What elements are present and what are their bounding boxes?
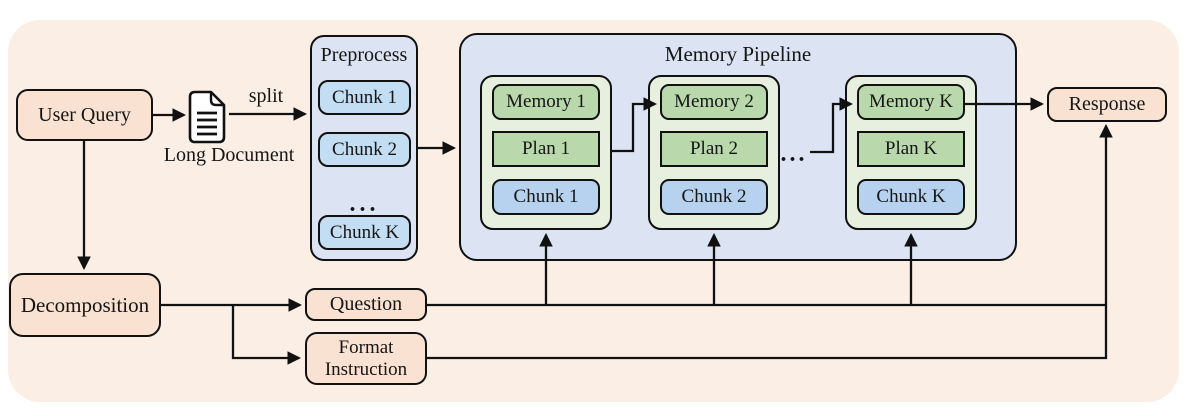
response-box: Response bbox=[1047, 87, 1167, 122]
pipeline-cell-1: Memory 1 Plan 1 Chunk 1 bbox=[480, 75, 612, 230]
user-query-label: User Query bbox=[38, 103, 131, 126]
preprocess-chunk-k: Chunk K bbox=[318, 215, 411, 250]
memory-k-box: Memory K bbox=[857, 84, 965, 120]
long-document-label: Long Document bbox=[163, 144, 295, 166]
pipeline-ellipsis: ... bbox=[780, 141, 808, 167]
chunk-k-box: Chunk K bbox=[857, 179, 965, 215]
user-query-box: User Query bbox=[16, 89, 153, 141]
memory-1-box: Memory 1 bbox=[492, 84, 600, 120]
question-label: Question bbox=[329, 293, 403, 315]
preprocess-chunk-1: Chunk 1 bbox=[318, 80, 411, 115]
pipeline-cell-2: Memory 2 Plan 2 Chunk 2 bbox=[648, 75, 780, 230]
plan-1-box: Plan 1 bbox=[492, 131, 600, 167]
chunk-2-box: Chunk 2 bbox=[660, 179, 768, 215]
memory-2-box: Memory 2 bbox=[660, 84, 768, 120]
format-instruction-line2: Instruction bbox=[324, 358, 408, 380]
decomposition-label: Decomposition bbox=[20, 292, 150, 317]
format-instruction-line1: Format bbox=[338, 336, 394, 358]
preprocess-ellipsis: ... bbox=[349, 191, 380, 217]
plan-k-box: Plan K bbox=[857, 131, 965, 167]
pipeline-cell-k: Memory K Plan K Chunk K bbox=[845, 75, 977, 230]
decomposition-box: Decomposition bbox=[9, 273, 161, 337]
question-box: Question bbox=[305, 288, 427, 321]
split-label: split bbox=[248, 85, 284, 107]
response-label: Response bbox=[1068, 93, 1146, 115]
preprocess-title: Preprocess bbox=[320, 44, 408, 66]
preprocess-chunk-2: Chunk 2 bbox=[318, 132, 411, 167]
plan-2-box: Plan 2 bbox=[660, 131, 768, 167]
format-instruction-box: Format Instruction bbox=[305, 332, 427, 385]
memory-pipeline-title: Memory Pipeline bbox=[664, 42, 812, 66]
chunk-1-box: Chunk 1 bbox=[492, 179, 600, 215]
